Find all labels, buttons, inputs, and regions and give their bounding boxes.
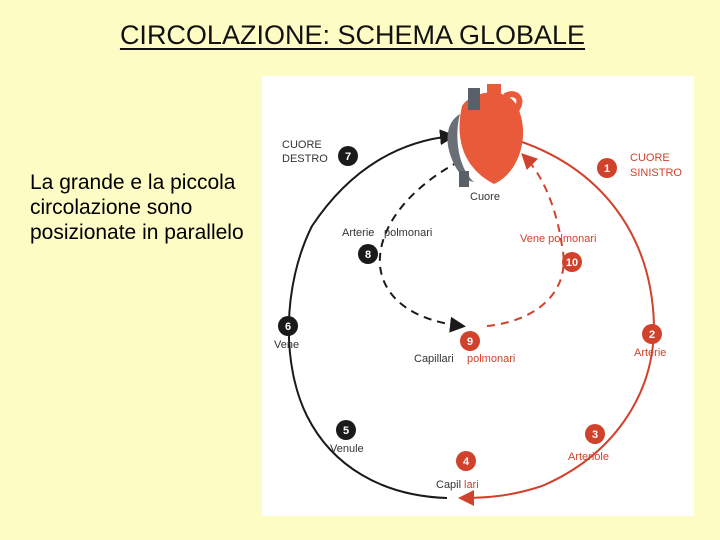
- arterie-polmonari-label-b: polmonari: [384, 227, 432, 239]
- capillari-label-a: Capil: [436, 479, 461, 491]
- vene-polmonari-label: Vene polmonari: [520, 233, 596, 245]
- svg-text:7: 7: [345, 151, 351, 163]
- arterie-polmonari-label-a: Arterie: [342, 227, 374, 239]
- node-1: 1: [597, 158, 617, 178]
- cuore-destro-line1: CUORE: [282, 139, 322, 151]
- node-6: 6: [278, 316, 298, 336]
- svg-text:8: 8: [365, 249, 371, 261]
- svg-text:4: 4: [463, 456, 470, 468]
- capillari-polmonari-label-a: Capillari: [414, 353, 454, 365]
- cuore-sinistro-line1: CUORE: [630, 152, 670, 164]
- svg-text:6: 6: [285, 321, 291, 333]
- vene-label: Vene: [274, 339, 299, 351]
- svg-text:3: 3: [592, 429, 598, 441]
- node-3: 3: [585, 424, 605, 444]
- heart-label: Cuore: [470, 191, 500, 203]
- svg-text:9: 9: [467, 336, 473, 348]
- node-5: 5: [336, 420, 356, 440]
- capillari-label-b: lari: [464, 479, 479, 491]
- arterie-label: Arterie: [634, 347, 666, 359]
- cuore-destro-line2: DESTRO: [282, 153, 328, 165]
- capillari-polmonari-label-b: polmonari: [467, 353, 515, 365]
- cuore-sinistro-line2: SINISTRO: [630, 167, 682, 179]
- node-10: 10: [562, 252, 582, 272]
- svg-text:2: 2: [649, 329, 655, 341]
- node-8: 8: [358, 244, 378, 264]
- node-4: 4: [456, 451, 476, 471]
- circulation-diagram: Cuore CUORE DESTRO CUORE SINISTRO Arteri…: [262, 76, 694, 516]
- svg-text:10: 10: [566, 257, 578, 269]
- slide-title: CIRCOLAZIONE: SCHEMA GLOBALE: [0, 20, 705, 51]
- systemic-venous-path: [289, 136, 452, 498]
- pulmonary-arterial-path: [380, 161, 462, 326]
- body-text: La grande e la piccola circolazione sono…: [30, 170, 245, 245]
- node-2: 2: [642, 324, 662, 344]
- venule-label: Venule: [330, 443, 364, 455]
- node-7: 7: [338, 146, 358, 166]
- svg-text:5: 5: [343, 425, 349, 437]
- node-9: 9: [460, 331, 480, 351]
- arteriole-label: Arteriole: [568, 451, 609, 463]
- heart-icon: [448, 84, 524, 187]
- svg-text:1: 1: [604, 163, 610, 175]
